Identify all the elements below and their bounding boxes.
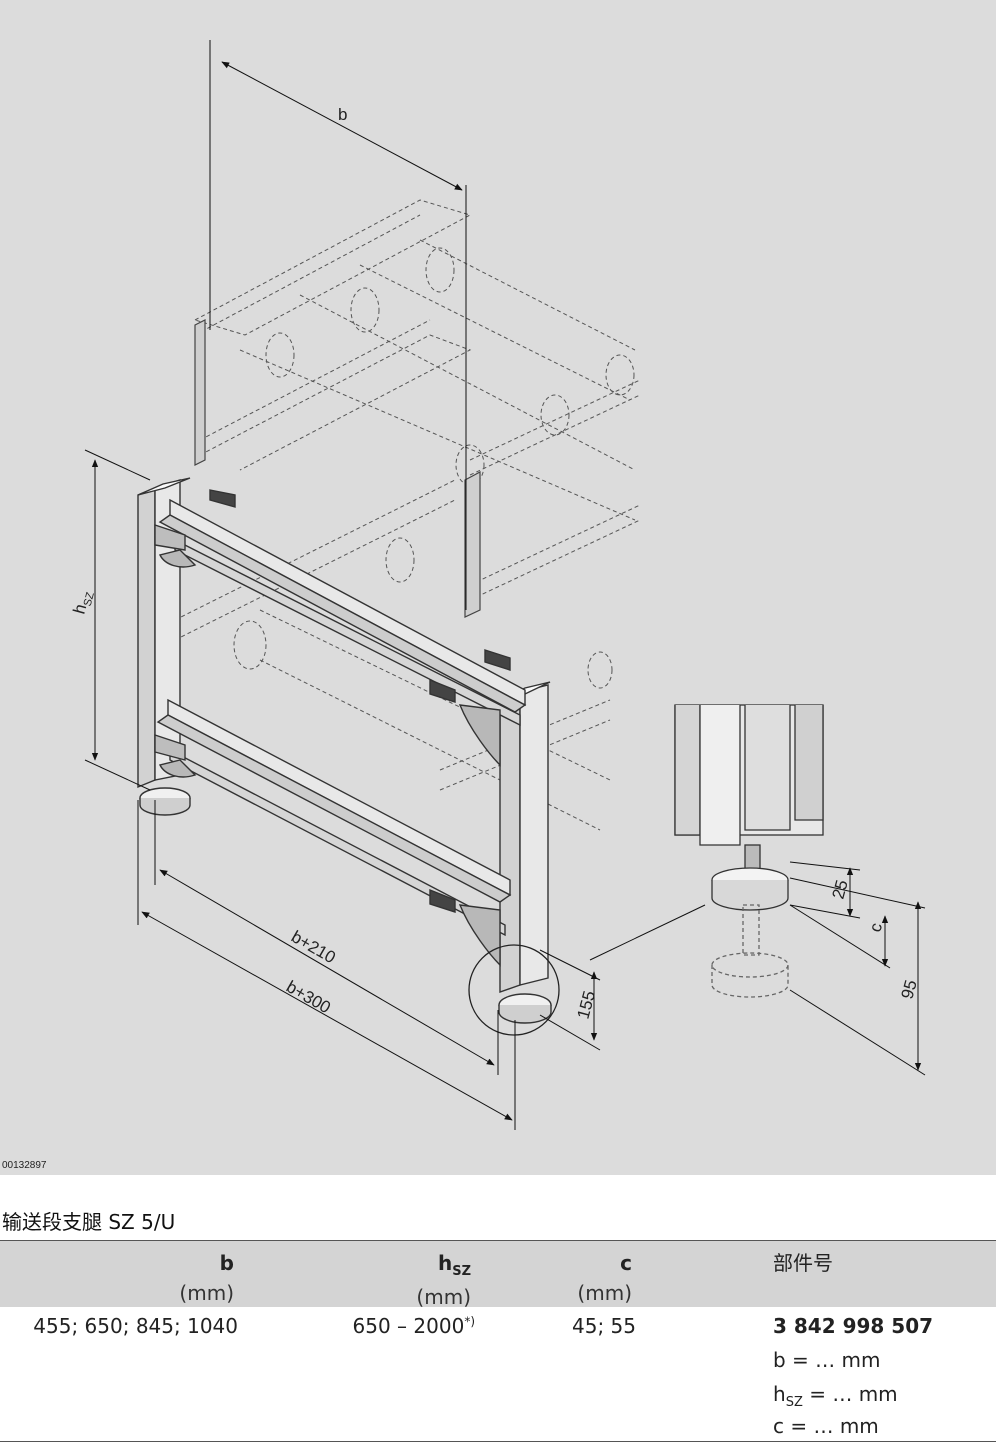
conveyor-stand-drawing: b hSZ b+210 b+300 155 25 c 95	[70, 40, 926, 1130]
dim-25-label: 25	[829, 878, 852, 901]
dim-b-label: b	[338, 105, 347, 124]
col-c-header: c (mm)	[577, 1251, 632, 1305]
order-c: c = … mm	[773, 1414, 879, 1438]
row-b-values: 455; 650; 845; 1040	[33, 1314, 238, 1338]
dim-155-label: 155	[574, 989, 600, 1021]
upper-side-profile	[194, 319, 481, 618]
technical-drawing: b hSZ b+210 b+300 155 25 c 95 00132897	[0, 0, 996, 1175]
order-b: b = … mm	[773, 1348, 881, 1372]
order-h: hSZ = … mm	[773, 1382, 898, 1410]
row-h-values: 650 – 2000*)	[352, 1314, 475, 1338]
upper-conveyor-ghost	[193, 199, 641, 601]
col-part-header: 部件号	[773, 1251, 833, 1275]
col-b-header: b (mm)	[179, 1251, 234, 1305]
table-bottom-rule	[0, 1441, 996, 1442]
product-caption: 输送段支腿 SZ 5/U	[2, 1210, 176, 1234]
dim-b210-label: b+210	[288, 927, 339, 967]
col-h-header: hSZ (mm)	[416, 1251, 471, 1309]
dim-95-label: 95	[898, 978, 921, 1001]
part-number: 3 842 998 507	[773, 1314, 934, 1338]
dim-c-label: c	[866, 920, 887, 934]
figure-id: 00132897	[2, 1160, 47, 1171]
stand-frame	[137, 477, 552, 1024]
dim-hsz-label: hSZ	[70, 588, 97, 617]
row-c-values: 45; 55	[572, 1314, 636, 1338]
foot-detail-view	[674, 704, 824, 998]
table-header: b (mm) hSZ (mm) c (mm) 部件号	[0, 1240, 996, 1309]
dimension-lines	[84, 40, 926, 1130]
dim-b300-label: b+300	[283, 977, 334, 1017]
